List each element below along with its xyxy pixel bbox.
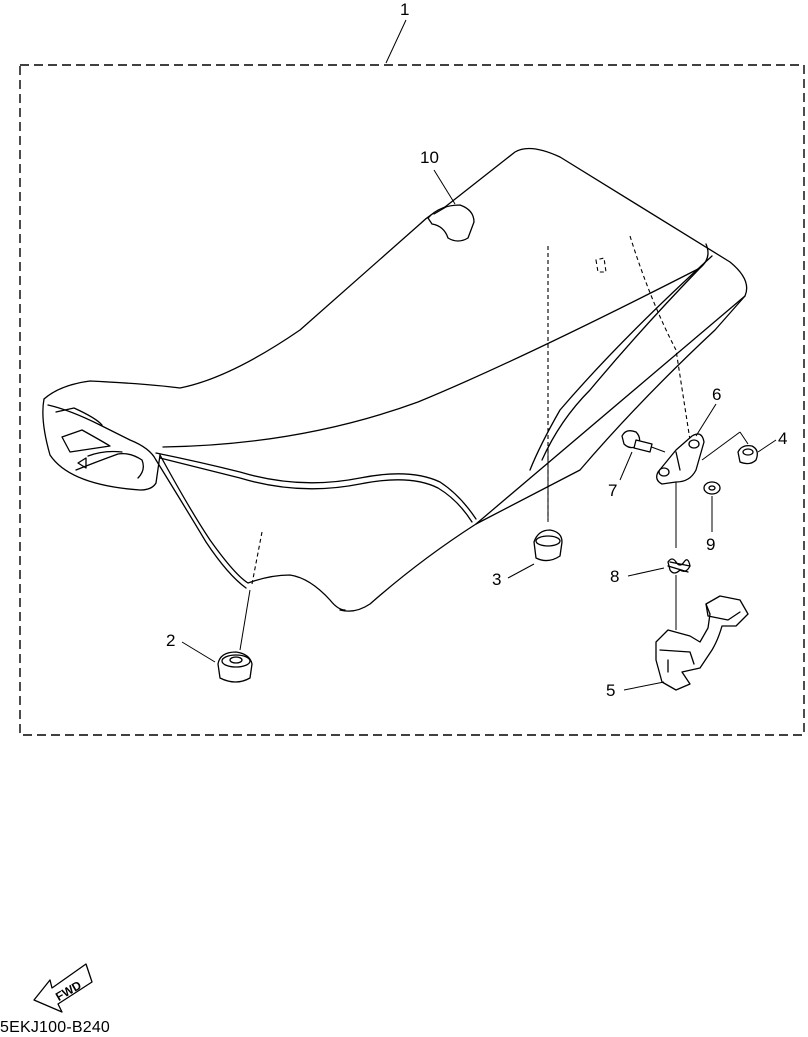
assembly-boundary [19, 64, 805, 736]
callout-1: 1 [385, 0, 409, 64]
fwd-arrow-icon: FWD [33, 963, 93, 1013]
callout-8: 8 [610, 567, 665, 586]
svg-text:2: 2 [166, 631, 175, 650]
bracket-part [656, 433, 705, 485]
callout-3: 3 [492, 563, 535, 589]
svg-text:1: 1 [400, 0, 409, 19]
bolt-part [621, 430, 653, 453]
svg-text:6: 6 [712, 385, 721, 404]
svg-text:8: 8 [610, 567, 619, 586]
svg-text:10: 10 [420, 148, 439, 167]
svg-text:7: 7 [608, 481, 617, 500]
svg-text:9: 9 [706, 535, 715, 554]
callout-7: 7 [608, 451, 633, 500]
nut-part [737, 444, 758, 465]
assembly-lines [239, 235, 749, 651]
hook-part [655, 595, 749, 691]
svg-text:4: 4 [778, 429, 787, 448]
document-code: 5EKJ100-B240 [0, 1019, 111, 1036]
callout-2: 2 [166, 631, 216, 663]
callout-4: 4 [757, 429, 787, 453]
seat-body [42, 147, 748, 612]
spring-part [667, 558, 691, 574]
svg-text:5: 5 [606, 681, 615, 700]
callout-9: 9 [706, 496, 715, 554]
callout-5: 5 [606, 681, 665, 700]
svg-text:3: 3 [492, 570, 501, 589]
damper-rear-part [533, 529, 563, 562]
damper-front-part [217, 651, 253, 683]
washer-part [703, 481, 721, 495]
callout-6: 6 [695, 385, 721, 437]
callout-10: 10 [420, 148, 456, 205]
